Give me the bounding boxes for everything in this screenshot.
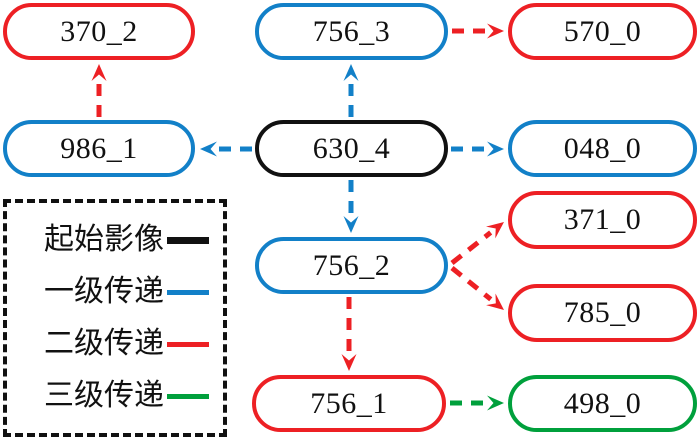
node-label: 756_1 bbox=[310, 386, 388, 420]
node-label: 986_1 bbox=[60, 131, 138, 165]
edge-line bbox=[450, 230, 493, 265]
edge-arrowhead bbox=[487, 141, 504, 157]
node-785_0[interactable]: 785_0 bbox=[508, 284, 697, 342]
node-630_4[interactable]: 630_4 bbox=[255, 120, 448, 177]
legend-box: 起始影像 一级传递 二级传递 三级传递 bbox=[3, 199, 227, 437]
node-756_1[interactable]: 756_1 bbox=[252, 375, 446, 432]
edge-arrowhead bbox=[91, 64, 107, 81]
edge-arrowhead bbox=[343, 216, 359, 233]
node-498_0[interactable]: 498_0 bbox=[508, 375, 697, 432]
node-label: 498_0 bbox=[563, 386, 642, 420]
node-371_0[interactable]: 371_0 bbox=[508, 191, 697, 249]
legend-item-level-1: 一级传递 bbox=[7, 266, 223, 318]
legend-swatch-blue bbox=[167, 289, 209, 295]
legend-item-level-2: 二级传递 bbox=[7, 318, 223, 370]
node-label: 785_0 bbox=[563, 296, 642, 329]
node-756_2[interactable]: 756_2 bbox=[255, 237, 448, 294]
legend-item-level-3: 三级传递 bbox=[7, 370, 223, 422]
edge-arrowhead bbox=[343, 64, 359, 81]
legend-item-source-image: 起始影像 bbox=[7, 214, 223, 266]
node-570_0[interactable]: 570_0 bbox=[508, 3, 697, 60]
edge-line bbox=[450, 266, 493, 302]
legend-label: 一级传递 bbox=[44, 275, 164, 308]
edge-arrowhead bbox=[486, 222, 504, 239]
edge-arrowhead bbox=[487, 23, 504, 39]
edge-arrowhead bbox=[486, 293, 504, 310]
node-756_3[interactable]: 756_3 bbox=[255, 3, 448, 60]
legend-label: 起始影像 bbox=[44, 223, 164, 256]
node-370_2[interactable]: 370_2 bbox=[3, 3, 195, 60]
edge-arrowhead bbox=[487, 395, 504, 411]
node-label: 630_4 bbox=[312, 131, 391, 165]
node-label: 371_0 bbox=[563, 203, 642, 236]
legend-label: 二级传递 bbox=[44, 327, 164, 360]
node-label: 370_2 bbox=[60, 14, 138, 48]
edge-arrowhead bbox=[341, 354, 357, 371]
node-label: 756_3 bbox=[312, 14, 391, 48]
node-label: 048_0 bbox=[563, 131, 642, 165]
legend-swatch-green bbox=[167, 393, 209, 399]
node-048_0[interactable]: 048_0 bbox=[508, 120, 697, 177]
legend-swatch-red bbox=[167, 341, 209, 347]
legend-label: 三级传递 bbox=[44, 379, 164, 412]
node-label: 570_0 bbox=[563, 14, 642, 48]
legend-swatch-black bbox=[167, 236, 209, 244]
node-986_1[interactable]: 986_1 bbox=[3, 120, 195, 177]
node-label: 756_2 bbox=[312, 248, 391, 282]
edge-arrowhead bbox=[200, 141, 217, 157]
